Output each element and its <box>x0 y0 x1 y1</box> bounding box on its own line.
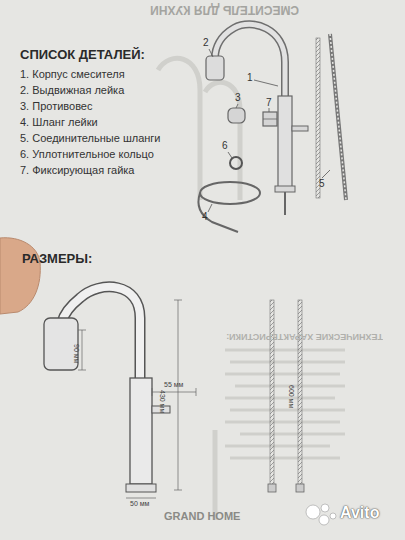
parts-list-item: 2. Выдвижная лейка <box>20 84 124 97</box>
parts-list-item: 5. Соединительные шланги <box>20 132 161 145</box>
show-through-heading: ТЕХНИЧЕСКИЕ ХАРАКТЕРИСТИКИ: <box>226 332 383 342</box>
parts-list-item: 6. Уплотнительное кольцо <box>20 148 154 161</box>
faucet-exploded <box>199 24 347 232</box>
callout-number: 1 <box>247 72 253 84</box>
callout-number: 5 <box>319 178 325 190</box>
parts-list-item: 1. Корпус смесителя <box>20 68 125 81</box>
brand-name: GRAND HOME <box>164 510 240 523</box>
show-through-heading: СМЕСИТЕЛЬ ДЛЯ КУХНИ <box>150 2 299 16</box>
parts-list-item: 3. Противовес <box>20 100 93 113</box>
dimension-label: 55 мм <box>164 381 183 389</box>
callout-number: 7 <box>266 97 272 109</box>
callout-number: 6 <box>222 140 228 152</box>
watermark: Avito <box>340 504 379 522</box>
faucet-dimensioned <box>44 287 304 498</box>
callout-number: 2 <box>203 37 209 49</box>
dimension-label: 430 мм <box>158 390 166 413</box>
dimension-label: 90 мм <box>72 344 80 363</box>
callout-number: 3 <box>235 92 241 104</box>
watermark-logo <box>306 504 336 525</box>
parts-list-item: 4. Шланг лейки <box>20 116 98 129</box>
parts-list-item: 7. Фиксирующая гайка <box>20 164 134 177</box>
section-heading: СПИСОК ДЕТАЛЕЙ: <box>20 48 145 63</box>
section-heading: РАЗМЕРЫ: <box>22 252 92 267</box>
callout-number: 4 <box>202 211 208 223</box>
dimension-label: 50 мм <box>130 500 149 508</box>
dimension-label: 600 мм <box>287 385 295 408</box>
